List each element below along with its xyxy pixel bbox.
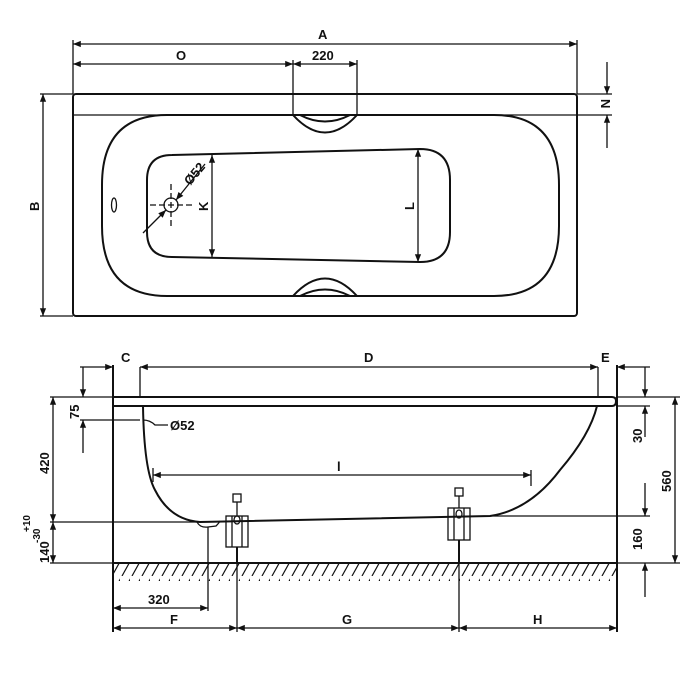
bowl-outline — [101, 114, 560, 297]
dim-E-label: E — [601, 350, 610, 365]
dim-handle-label: 220 — [312, 48, 334, 63]
overflow-icon — [110, 197, 118, 213]
dim-overflow-label: 75 — [67, 405, 82, 419]
dim-D-label: D — [364, 350, 373, 365]
basin-floor-outline — [146, 147, 451, 264]
dim-floor-gap-label: 140 — [37, 541, 52, 563]
tub-body-profile — [142, 405, 598, 524]
dim-A-label: A — [318, 27, 328, 42]
dim-floor-gap-tolerance-plus: +10 — [22, 515, 33, 532]
dim-O-label: O — [176, 48, 186, 63]
handle-top — [292, 114, 358, 134]
drain-outlet — [196, 520, 221, 528]
tub-rim — [113, 396, 618, 407]
dim-foot-height-label: 160 — [630, 528, 645, 550]
right-foot — [447, 487, 471, 563]
dim-F-label: F — [170, 612, 178, 627]
dim-drain-offset-label: 320 — [148, 592, 170, 607]
dim-G-label: G — [342, 612, 352, 627]
left-foot — [225, 493, 249, 563]
handle-bottom — [292, 277, 358, 297]
dim-l-label: l — [337, 459, 341, 474]
dim-L-label: L — [402, 202, 417, 210]
dim-K-label: K — [196, 201, 211, 211]
dim-rim-label: 30 — [630, 429, 645, 443]
floor-hatch — [113, 563, 617, 581]
tub-outline-top — [72, 93, 578, 317]
dim-floor-gap-tolerance: -30 — [32, 528, 43, 543]
top-view: Ø52 A O 220 N B K L — [27, 27, 613, 317]
dim-depth-label: 420 — [37, 452, 52, 474]
dim-H-label: H — [533, 612, 542, 627]
overflow-diameter-label: Ø52 — [170, 418, 195, 433]
side-view: C D E 75 Ø52 420 140 -30 +10 l — [22, 350, 680, 632]
dim-B-label: B — [27, 202, 42, 211]
dim-total-height-label: 560 — [659, 470, 674, 492]
dim-C-label: C — [121, 350, 131, 365]
drain-diameter-label: Ø52 — [181, 159, 208, 187]
dim-N-label: N — [598, 99, 613, 108]
